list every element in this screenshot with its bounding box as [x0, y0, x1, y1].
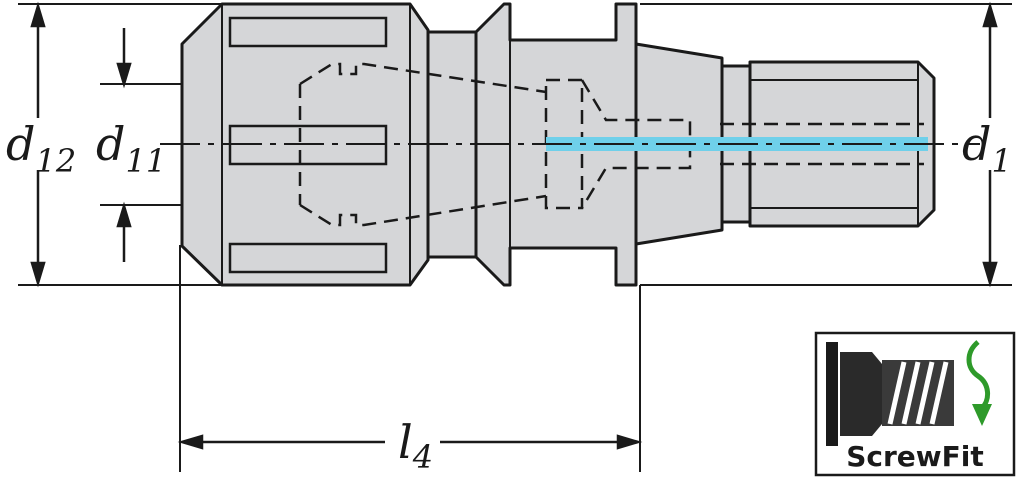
label-d1-base: d — [962, 117, 991, 171]
screw-thread-icon — [882, 360, 954, 426]
logo-label: ScrewFit — [846, 440, 984, 473]
label-d11-sub: 11 — [125, 142, 166, 180]
label-d1: d1 — [962, 117, 1012, 180]
label-d12-base: d — [6, 117, 35, 171]
dimension-arrows — [30, 1, 998, 450]
label-d12-sub: 12 — [35, 142, 76, 180]
tool-holder-icon — [826, 342, 882, 446]
label-d11: d11 — [96, 117, 166, 180]
label-d1-sub: 1 — [991, 142, 1011, 180]
screwfit-logo: ScrewFit — [814, 331, 1016, 477]
rotation-arrow-icon — [966, 340, 992, 426]
label-l4-sub: 4 — [412, 438, 433, 476]
label-l4-base: l — [398, 415, 413, 469]
label-d11-base: d — [96, 117, 125, 171]
label-l4: l4 — [398, 415, 433, 476]
label-d12: d12 — [6, 117, 76, 180]
collet-slots — [228, 16, 388, 274]
